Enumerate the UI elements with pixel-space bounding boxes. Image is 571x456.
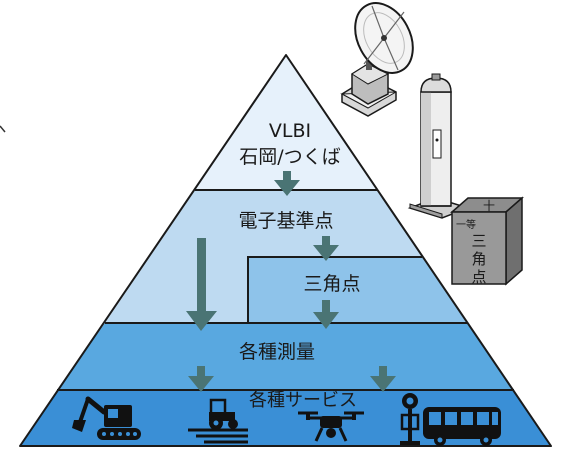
tier-triangulation xyxy=(248,257,467,323)
pyramid xyxy=(19,54,552,447)
label-services: 各種サービス xyxy=(249,390,357,411)
bus-stop-icon xyxy=(400,393,420,445)
marker-side-text: 一等 xyxy=(456,218,476,231)
radio-telescope-icon xyxy=(340,2,414,117)
excavator-icon xyxy=(72,396,141,440)
arrow-down-icon xyxy=(370,366,396,392)
tier-services xyxy=(20,390,551,446)
label-triangulation: 三角点 xyxy=(303,273,360,295)
marker-face-line1: 三 xyxy=(471,232,486,250)
label-vlbi: VLBI xyxy=(269,120,311,142)
marker-face-line2: 角 xyxy=(471,250,486,268)
tractor-icon xyxy=(188,398,248,444)
arrow-down-icon xyxy=(186,238,217,331)
arrow-down-icon xyxy=(313,300,339,329)
drone-icon xyxy=(298,411,364,442)
gnss-station-icon xyxy=(407,73,471,219)
label-gnss-stations: 電子基準点 xyxy=(238,210,333,232)
label-surveying: 各種測量 xyxy=(239,341,315,363)
arrow-down-icon xyxy=(313,236,339,261)
flow-arrows xyxy=(186,171,396,392)
arrow-down-icon xyxy=(188,366,214,392)
marker-top-mark: 十 xyxy=(483,199,495,213)
arrow-down-icon xyxy=(274,171,300,196)
tier-vlbi xyxy=(195,55,377,190)
edge-mark xyxy=(0,125,6,133)
tier-surveying xyxy=(57,323,514,390)
triangulation-marker-icon: 十 一等 三 角 点 xyxy=(450,196,524,286)
bus-icon xyxy=(423,407,501,446)
label-vlbi-sites: 石岡/つくば xyxy=(239,146,340,168)
marker-face-line3: 点 xyxy=(471,268,486,286)
